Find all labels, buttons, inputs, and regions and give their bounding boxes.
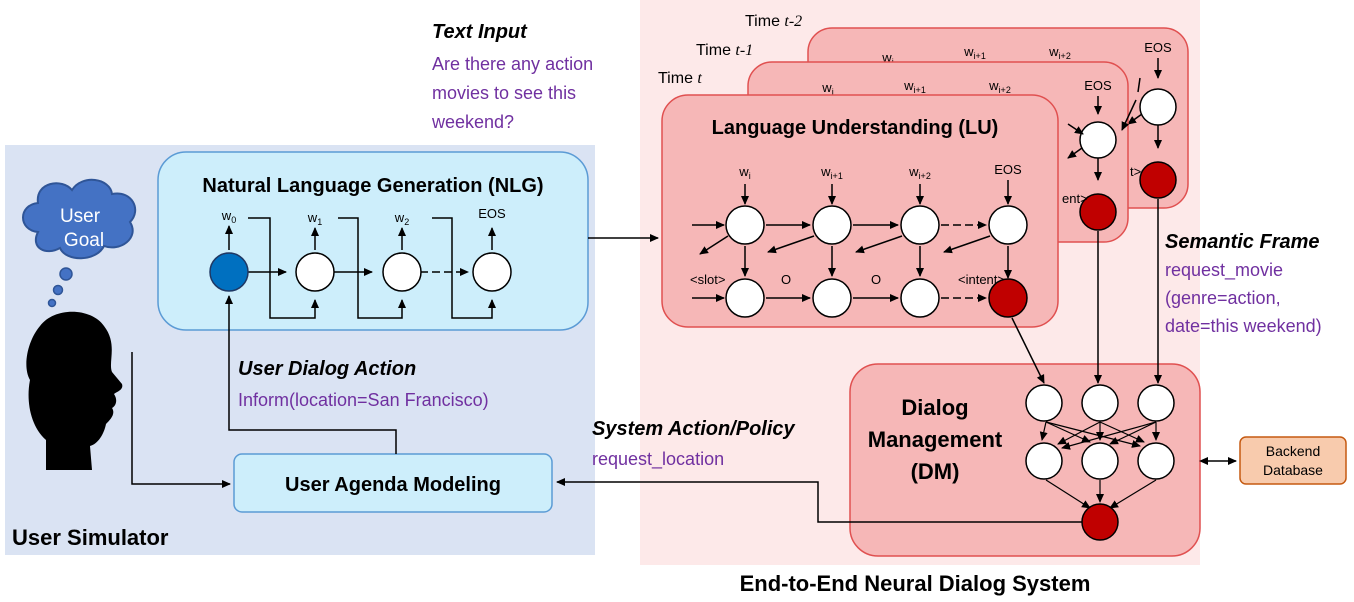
time-label-t: Time t <box>658 70 702 87</box>
nlg-start-node <box>209 252 249 292</box>
user-head-silhouette <box>26 311 123 470</box>
dm-connections <box>1039 421 1160 509</box>
lu-tag-label: O <box>871 272 881 287</box>
time-label-t-1: Time t-1 <box>696 42 753 59</box>
backend-database-box <box>1239 436 1347 485</box>
backend-database-line: Backend <box>1266 443 1320 459</box>
semantic-frame-line: (genre=action, <box>1165 288 1281 308</box>
lu-node <box>812 278 852 318</box>
back-partial-tag: ent> <box>1062 191 1088 206</box>
dm-output-node <box>1081 503 1119 541</box>
nlg-node <box>382 252 422 292</box>
lu-node <box>988 205 1028 245</box>
dm-node <box>1081 442 1119 480</box>
dm-node <box>1081 384 1119 422</box>
svg-text:EOS: EOS <box>1144 40 1172 55</box>
dm-title-line: Management <box>868 427 1003 452</box>
nlg-title: Natural Language Generation (NLG) <box>202 175 543 197</box>
backend-database-line: Database <box>1263 462 1323 478</box>
semantic-frame-line: date=this weekend) <box>1165 316 1322 336</box>
time-label-t-2: Time t-2 <box>745 13 802 30</box>
lu-node <box>900 205 940 245</box>
nlg-output-label: w2 <box>394 210 409 227</box>
user-goal-bubble: User Goal <box>22 179 137 308</box>
nlg-output-label: w0 <box>221 208 236 225</box>
lu-input-label: wi+2 <box>908 164 931 181</box>
system-action-heading: System Action/Policy <box>592 418 796 440</box>
neural-dialog-system-label: End-to-End Neural Dialog System <box>740 571 1091 596</box>
lu-tag-label: <slot> <box>690 272 725 287</box>
user-goal-line2: Goal <box>64 230 104 251</box>
dm-node <box>1137 384 1175 422</box>
lu-intent-node <box>988 278 1028 318</box>
user-simulator-label: User Simulator <box>12 525 169 550</box>
dm-node <box>1025 442 1063 480</box>
user-dialog-action-value: Inform(location=San Francisco) <box>238 390 489 410</box>
back-partial-tag: t> <box>1130 164 1141 179</box>
text-input-line: weekend? <box>431 112 514 132</box>
svg-text:EOS: EOS <box>1084 78 1112 93</box>
agenda-to-nlg-arrow <box>225 295 397 454</box>
text-input-line: Are there any action <box>432 54 593 74</box>
user-to-agenda-arrow <box>131 352 231 488</box>
lu-node <box>725 278 765 318</box>
user-dialog-action-heading: User Dialog Action <box>238 358 416 380</box>
lu-node <box>725 205 765 245</box>
user-goal-line1: User <box>60 206 101 227</box>
text-input-line: movies to see this <box>432 83 576 103</box>
lu-input-label: EOS <box>994 162 1022 177</box>
dm-title-line: Dialog <box>901 395 968 420</box>
system-action-value: request_location <box>592 449 724 470</box>
user-agenda-title: User Agenda Modeling <box>285 474 501 496</box>
nlg-node <box>472 252 512 292</box>
nlg-connections <box>225 217 496 319</box>
lu-title: Language Understanding (LU) <box>712 117 999 139</box>
lu-node <box>900 278 940 318</box>
nlg-node <box>295 252 335 292</box>
dm-title-line: (DM) <box>911 459 960 484</box>
nlg-output-label: EOS <box>478 206 506 221</box>
lu-input-label: wi+1 <box>820 164 843 181</box>
lu-node <box>812 205 852 245</box>
lu-connections <box>692 180 1012 302</box>
dm-node <box>1025 384 1063 422</box>
lu-tag-label: <intent> <box>958 272 1005 287</box>
text-input-heading: Text Input <box>432 21 528 43</box>
lu-input-label: wi <box>738 164 750 181</box>
svg-text:wi: wi <box>821 80 833 97</box>
nlg-output-label: w1 <box>307 210 322 227</box>
semantic-frame-line: request_movie <box>1165 260 1283 281</box>
lu-box <box>661 94 1059 328</box>
dm-node <box>1137 442 1175 480</box>
lu-to-dm-connections <box>1011 199 1162 384</box>
semantic-frame-heading: Semantic Frame <box>1165 231 1320 253</box>
lu-tag-label: O <box>781 272 791 287</box>
dm-to-agenda-arrow <box>556 478 1082 523</box>
user-agenda-box <box>233 453 553 513</box>
